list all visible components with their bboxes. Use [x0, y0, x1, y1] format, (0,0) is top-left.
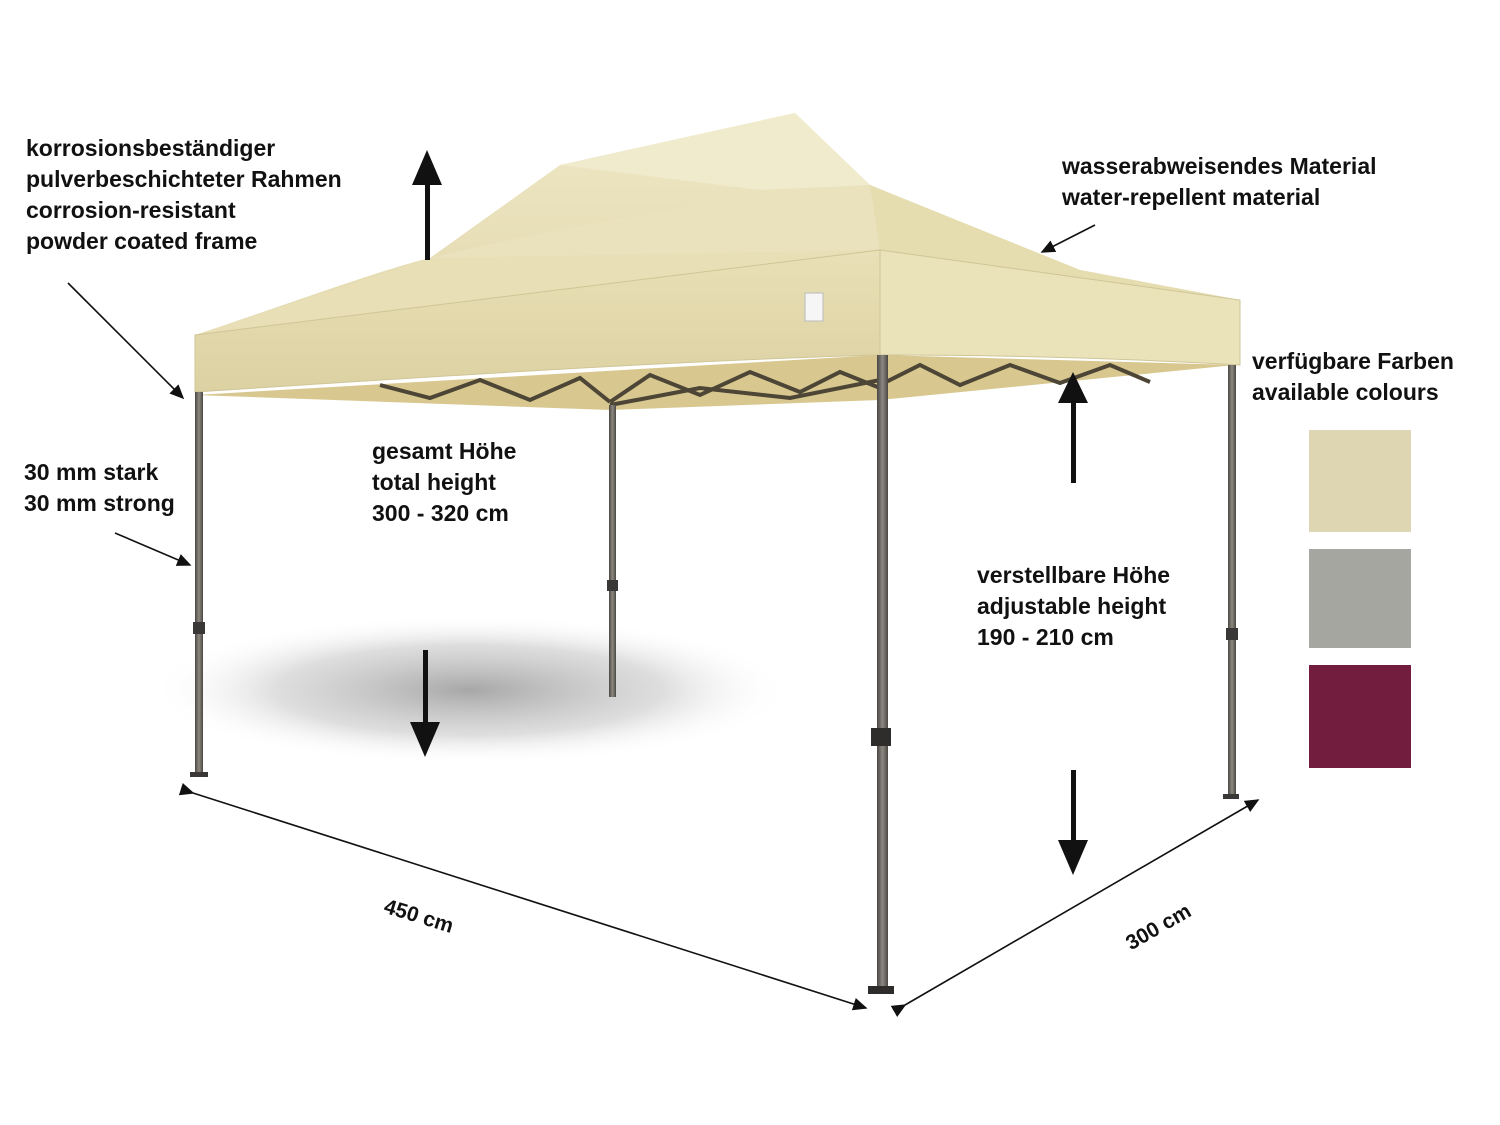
canopy-valance-front [194, 249, 881, 393]
total-height-line-1: gesamt Höhe [372, 438, 517, 464]
material-line-2: water-repellent material [1062, 184, 1321, 210]
total-height-arrows [410, 150, 442, 757]
colours-heading: verfügbare Farben available colours [1252, 346, 1454, 408]
canopy-valance-side [879, 249, 1241, 366]
leg-back-right [1228, 365, 1236, 797]
material-line-1: wasserabweisendes Material [1062, 153, 1377, 179]
colour-swatch-grey[interactable] [1309, 549, 1411, 648]
scissor-frame [379, 362, 1151, 407]
adjustable-height-annotation: verstellbare Höhe adjustable height 190 … [977, 560, 1170, 653]
ground-shadow [150, 615, 790, 765]
frame-line-1: korrosionsbeständiger [26, 135, 276, 161]
frame-line-3: corrosion-resistant [26, 197, 236, 223]
frame-annotation: korrosionsbeständiger pulverbeschichtete… [26, 133, 342, 257]
frame-line-4: powder coated frame [26, 228, 258, 254]
leg-back-left [609, 405, 616, 697]
total-height-line-3: 300 - 320 cm [372, 500, 509, 526]
material-annotation: wasserabweisendes Material water-repelle… [1062, 151, 1377, 213]
leg-front-left [195, 392, 203, 774]
adjustable-height-line-2: adjustable height [977, 593, 1167, 619]
dimension-lines [178, 783, 1260, 1017]
colours-heading-line-2: available colours [1252, 379, 1439, 405]
frame-line-2: pulverbeschichteter Rahmen [26, 166, 342, 192]
colours-heading-line-1: verfügbare Farben [1252, 348, 1454, 374]
leg-strength-line-1: 30 mm stark [24, 459, 159, 485]
leg-front-right [877, 355, 888, 992]
legs [190, 355, 1239, 994]
adjustable-height-line-3: 190 - 210 cm [977, 624, 1114, 650]
colour-swatch-bordeaux[interactable] [1309, 665, 1411, 768]
pointer-arrows [67, 224, 1096, 566]
colour-swatch-beige[interactable] [1309, 430, 1411, 532]
canopy-tag [804, 292, 824, 322]
leg-strength-annotation: 30 mm stark 30 mm strong [24, 457, 175, 519]
total-height-annotation: gesamt Höhe total height 300 - 320 cm [372, 436, 516, 529]
leg-strength-line-2: 30 mm strong [24, 490, 175, 516]
canopy-underside [195, 355, 1235, 410]
total-height-line-2: total height [372, 469, 496, 495]
adjustable-height-line-1: verstellbare Höhe [977, 562, 1171, 588]
